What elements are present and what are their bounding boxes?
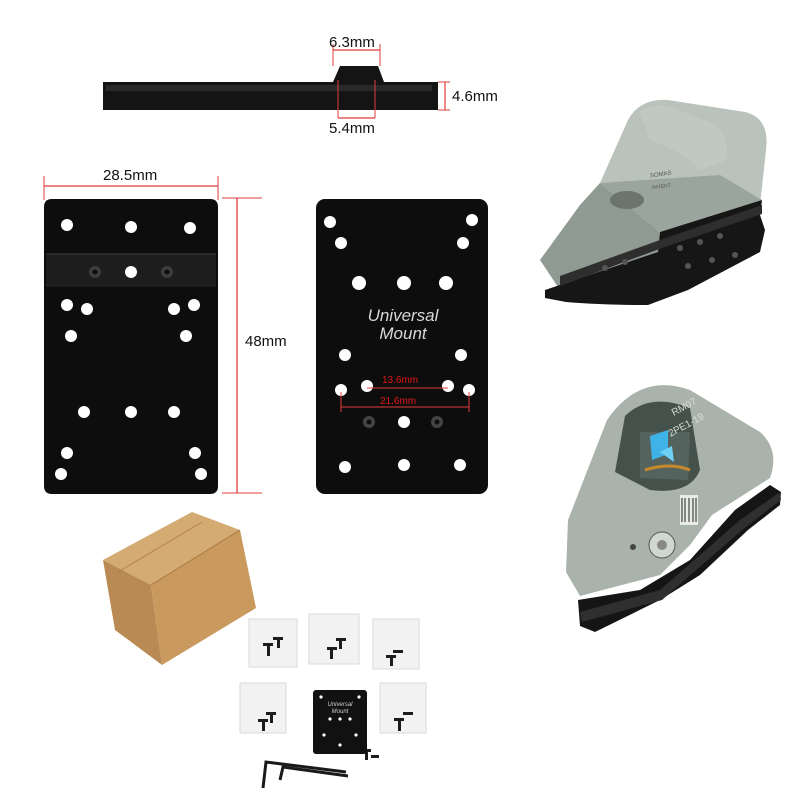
plate-front-holes bbox=[324, 214, 478, 473]
lower-mount-plate bbox=[578, 485, 781, 632]
mini-mount-plate bbox=[313, 690, 367, 754]
engraving-line2: Mount bbox=[379, 324, 427, 343]
top-width-label: 6.3mm bbox=[329, 34, 375, 51]
plate-height-label: 48mm bbox=[245, 333, 287, 350]
engraving-line1: Universal bbox=[367, 306, 439, 325]
plate-back-holes bbox=[55, 219, 207, 480]
hex-keys bbox=[261, 760, 349, 789]
mini-engraving-line2: Mount bbox=[331, 709, 349, 715]
cardboard-box bbox=[103, 512, 256, 665]
screws bbox=[258, 637, 413, 760]
plate-front bbox=[316, 199, 488, 494]
mini-engraving-line1: Universal bbox=[327, 702, 353, 708]
outer-spacing-label: 21.6mm bbox=[380, 396, 417, 407]
inner-spacing-label: 13.6mm bbox=[382, 375, 419, 386]
thickness-label: 4.6mm bbox=[452, 88, 498, 105]
plate-width-label: 28.5mm bbox=[103, 167, 158, 184]
bottom-width-label: 5.4mm bbox=[329, 120, 375, 137]
